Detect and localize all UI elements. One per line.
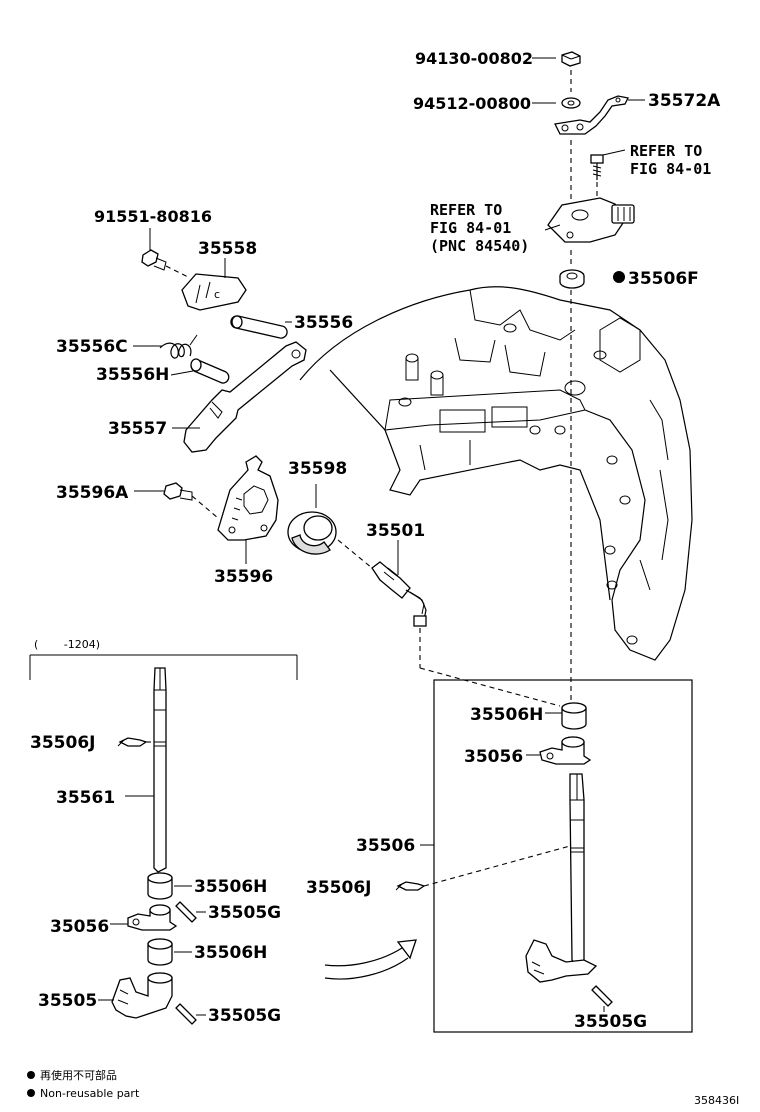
legend: 再使用不可部品 Non-reusable part <box>27 1068 140 1100</box>
label-35596A: 35596A <box>56 483 129 503</box>
bolt-35596A <box>134 482 219 519</box>
bushing-35056-right <box>526 736 592 765</box>
nut-94130 <box>561 51 581 67</box>
label-35596: 35596 <box>214 567 273 587</box>
label-refer2-line3: (PNC 84540) <box>430 237 529 255</box>
collar-35506H-lower <box>147 938 192 966</box>
collar-35506H-upper <box>147 872 192 900</box>
label-35506H-2: 35506H <box>194 943 267 963</box>
label-35505: 35505 <box>38 991 97 1011</box>
pin-35505G-upper <box>175 901 206 923</box>
bushing-35056-left <box>110 904 178 931</box>
label-refer1-line1: REFER TO <box>630 142 702 160</box>
bolt-refer-fig-84-01 <box>590 154 604 180</box>
shaft-35561 <box>125 667 167 873</box>
label-refer2-line1: REFER TO <box>430 201 502 219</box>
shaft-35506 <box>420 773 585 970</box>
legend-line1: 再使用不可部品 <box>40 1068 117 1082</box>
neutral-start-switch <box>547 197 635 243</box>
washer-94512 <box>561 97 581 109</box>
bracket-35572A <box>554 95 629 135</box>
part-labels: 94130-00802 94512-00800 35572A REFER TO … <box>30 49 721 1032</box>
label-35561: 35561 <box>56 788 115 808</box>
pin-35506J-right <box>395 845 571 891</box>
label-94512-00800: 94512-00800 <box>413 94 531 113</box>
label-35505G-right: 35505G <box>574 1012 647 1032</box>
label-35506H-right: 35506H <box>470 705 543 725</box>
bolt-91551 <box>141 228 191 279</box>
lever-35557 <box>172 341 307 453</box>
cover-35558: c <box>181 258 247 311</box>
detent-plate-35596 <box>217 455 279 564</box>
label-35558: 35558 <box>198 239 257 259</box>
label-range-note: ( -1204) <box>34 638 100 651</box>
pin-35556 <box>230 315 292 339</box>
label-35505G-1: 35505G <box>208 903 281 923</box>
label-35506H-1: 35506H <box>194 877 267 897</box>
label-35056-left: 35056 <box>50 917 109 937</box>
plate-35598 <box>287 484 373 569</box>
label-35572A: 35572A <box>648 91 721 111</box>
non-reusable-dot-icon-2 <box>27 1089 35 1097</box>
label-35556C: 35556C <box>56 337 128 357</box>
range-bracket <box>29 654 298 680</box>
oil-seal-35506F <box>559 269 585 289</box>
collar-35506H-right <box>545 702 587 730</box>
legend-line2: Non-reusable part <box>40 1087 140 1100</box>
label-35056-right: 35056 <box>464 747 523 767</box>
label-35506: 35506 <box>356 836 415 856</box>
label-35505G-2: 35505G <box>208 1006 281 1026</box>
pin-35556H <box>170 358 230 384</box>
direction-arrow <box>324 939 417 980</box>
label-35506J-right: 35506J <box>306 878 371 898</box>
non-reusable-marker-35506F <box>613 271 625 283</box>
svg-text:c: c <box>214 288 220 301</box>
sensor-35501 <box>371 540 561 707</box>
label-refer2-line2: FIG 84-01 <box>430 219 511 237</box>
pin-35506J-left <box>117 737 154 747</box>
leader-top <box>532 57 645 700</box>
pin-35505G-right <box>591 985 613 1012</box>
transmission-case <box>299 286 693 661</box>
label-35557: 35557 <box>108 419 167 439</box>
non-reusable-dot-icon <box>27 1071 35 1079</box>
label-35506F: 35506F <box>628 269 699 289</box>
label-35556H: 35556H <box>96 365 169 385</box>
label-35501: 35501 <box>366 521 425 541</box>
label-refer1-line2: FIG 84-01 <box>630 160 711 178</box>
lever-35506-plate <box>525 939 598 983</box>
figure-id: 358436I <box>694 1094 739 1107</box>
label-94130-00802: 94130-00802 <box>415 49 533 68</box>
lever-35505 <box>98 972 173 1019</box>
label-35598: 35598 <box>288 459 347 479</box>
label-91551-80816: 91551-80816 <box>94 207 212 226</box>
label-35506J-left: 35506J <box>30 733 95 753</box>
label-35556: 35556 <box>294 313 353 333</box>
spring-35556C <box>133 334 198 359</box>
pin-35505G-lower <box>175 1003 206 1025</box>
detail-box <box>433 679 693 1033</box>
